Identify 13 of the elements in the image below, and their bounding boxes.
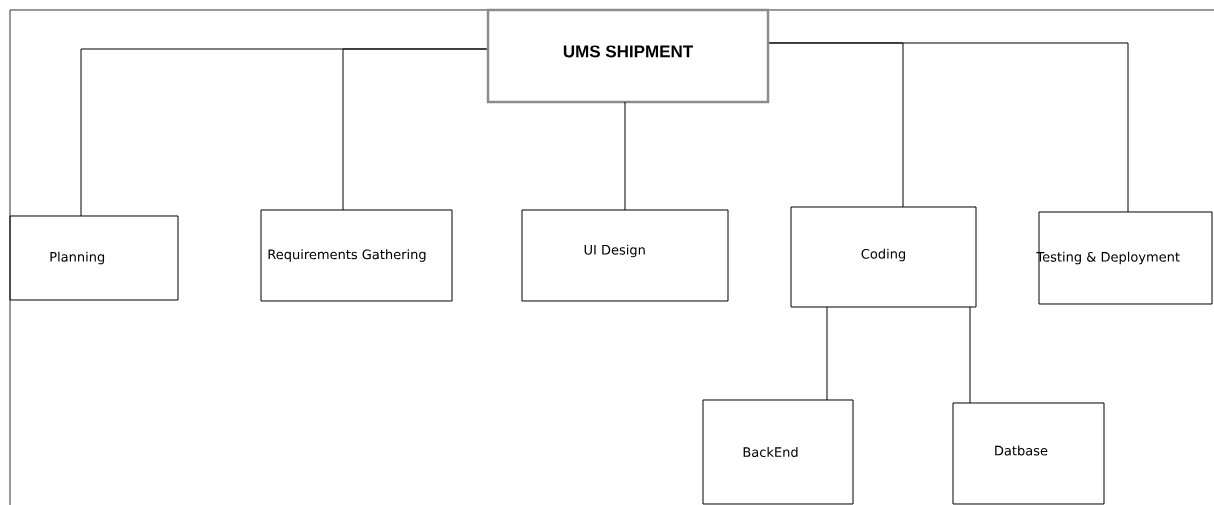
title-box: UMS SHIPMENT xyxy=(486,8,770,104)
process-box: BackEnd xyxy=(702,399,854,505)
process-box: Datbase xyxy=(952,402,1105,505)
process-box: Requirements Gathering xyxy=(260,209,453,302)
connector-line xyxy=(624,101,626,211)
process-box: UI Design xyxy=(521,209,729,302)
process-box: Planning xyxy=(9,215,179,301)
connector-line xyxy=(826,306,828,401)
connector-line xyxy=(969,306,971,404)
process-box: Testing & Deployment xyxy=(1036,211,1213,305)
connector-line xyxy=(342,48,488,211)
process-box: Coding xyxy=(790,206,977,308)
connector-line xyxy=(768,42,1129,213)
